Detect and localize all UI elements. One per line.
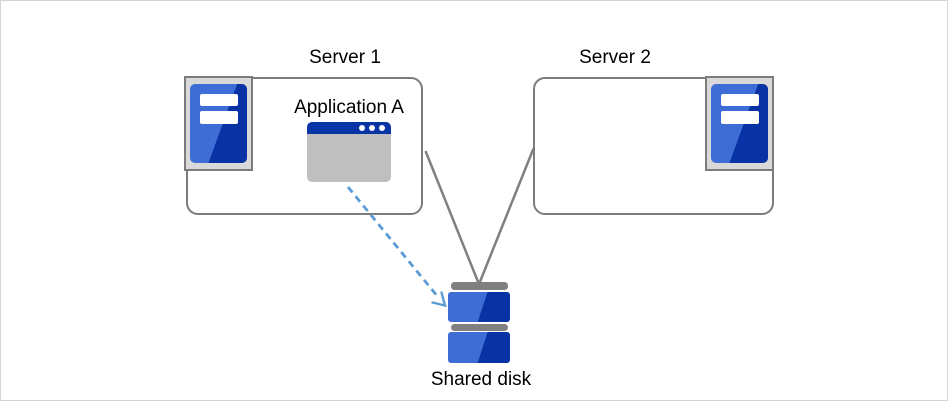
window-button-dot	[379, 125, 385, 131]
disk-platter	[448, 332, 510, 363]
window-button-dot	[359, 125, 365, 131]
server1-label: Server 1	[309, 47, 381, 68]
server-tower-body	[190, 84, 247, 163]
server1-to-disk-line	[424, 150, 480, 284]
server2-label: Server 2	[579, 47, 651, 68]
window-body	[307, 134, 391, 182]
window-button-dot	[369, 125, 375, 131]
window-titlebar	[307, 122, 391, 134]
server-tower-icon	[184, 76, 253, 171]
server-tower-icon	[705, 76, 774, 171]
disk-cap	[451, 323, 508, 331]
disk-platter	[448, 291, 510, 322]
server2-to-disk-line	[478, 148, 535, 284]
server-drive-bay	[199, 93, 238, 106]
application-window-icon	[307, 122, 391, 182]
arrowhead-icon	[431, 291, 447, 308]
server-drive-bay	[199, 111, 238, 124]
shared-disk-label: Shared disk	[430, 369, 532, 390]
server-drive-bay	[720, 111, 759, 124]
server-tower-body	[711, 84, 768, 163]
disk-cap	[451, 282, 508, 290]
server-drive-bay	[720, 93, 759, 106]
application-label: Application A	[294, 97, 404, 118]
